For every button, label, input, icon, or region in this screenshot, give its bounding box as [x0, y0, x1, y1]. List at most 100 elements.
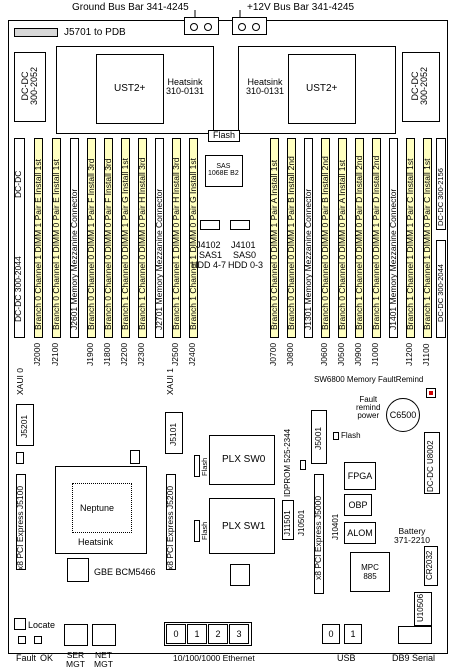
ethernet-port-0[interactable]: 0	[166, 624, 186, 644]
right-j-label: J1000	[370, 342, 380, 366]
right-dimm-slot	[372, 138, 381, 338]
right-mezzanine-label: J1301 Memory Mezzanine Connector	[303, 188, 313, 330]
dcdc-right-block	[402, 52, 440, 122]
heatsink-right-label: Heatsink 310-0131	[246, 77, 285, 96]
net-mgt-port[interactable]	[92, 624, 116, 646]
j10401-label: J10401	[331, 513, 340, 540]
left-j-label: J2500	[170, 342, 180, 366]
dcdc-u8002-label: DC-DC U8002	[426, 440, 435, 492]
ust-right-chip	[288, 54, 356, 124]
left-j-label: J2400	[187, 342, 197, 366]
left-dimm-slot-label: Branch 1 Channel 0 DIMM 1 Pair G Install…	[120, 158, 130, 330]
pcie-j5100-label: x8 PCI Express J5100	[15, 485, 25, 570]
right-j-label: J0700	[268, 342, 278, 366]
db9-serial-port[interactable]	[398, 626, 432, 644]
ok-label: OK	[40, 653, 54, 663]
j5201-connector	[16, 404, 34, 446]
sas-label: SAS 1068E B2	[208, 163, 239, 177]
left-dimm-slot-label: Branch 0 Channel 1 DIMM 1 Pair E Install…	[33, 158, 43, 330]
small-chip	[300, 460, 306, 470]
j4102-label: J4102	[196, 240, 221, 250]
ethernet-port-2[interactable]: 2	[208, 624, 228, 644]
right-j-label: J0900	[353, 342, 363, 366]
left-j-label: J1900	[85, 342, 95, 366]
gbe-chip	[67, 558, 89, 582]
neptune-heatsink-label: Heatsink	[78, 537, 114, 547]
right-dimm-slot-label: Branch 0 Channel 0 DIMM 1 Pair B Install…	[286, 156, 296, 330]
gbe-label: GBE BCM5466	[94, 567, 156, 577]
right-mezzanine-connector	[389, 138, 398, 338]
left-dimm-slot-label: Branch 0 Channel 0 DIMM 1 Pair F Install…	[86, 158, 96, 331]
xaui1-label: XAUI 1	[165, 368, 175, 395]
sas1-label: SAS1	[199, 250, 223, 260]
right-j-label: J0600	[319, 342, 329, 366]
right-dimm-slot	[423, 138, 432, 338]
left-dcdc-slot	[14, 138, 25, 338]
right-dimm-slot	[355, 138, 364, 338]
right-dimm-slot	[338, 138, 347, 338]
right-dcdc-slot-top	[436, 138, 446, 230]
locate-label: Locate	[28, 620, 56, 630]
v12-bus-pin	[238, 23, 246, 31]
left-j-label: J2300	[136, 342, 146, 366]
locate-button[interactable]	[14, 618, 26, 630]
left-dimm-slot-label: Branch 0 Channel 1 DIMM 0 Pair E Install…	[51, 158, 61, 330]
right-dimm-slot	[287, 138, 296, 338]
cr2032-battery	[424, 546, 438, 586]
right-mezzanine-connector	[304, 138, 313, 338]
net-mgt-label: NET MGT	[94, 650, 113, 669]
left-j-label: J2000	[32, 342, 42, 366]
ok-led	[34, 636, 42, 644]
pcie-j5000-label: x8 PCI Express J5000	[313, 495, 323, 580]
dcdc-left-label: DC-DC 300-2052	[20, 66, 39, 106]
left-mezzanine-label: J2701 Memory Mezzanine Connector	[154, 188, 164, 330]
flash-label: Flash	[213, 130, 236, 140]
usb-port-0[interactable]: 0	[322, 624, 340, 644]
right-dcdc-slot-bottom	[436, 240, 446, 338]
fault-remind-label: Fault remind power	[356, 395, 381, 420]
left-dimm-slot	[121, 138, 130, 338]
j11501-label: J11501	[283, 510, 292, 536]
plx-sw1	[209, 498, 275, 554]
alom-chip: ALOM	[344, 522, 376, 544]
right-j-label: J0800	[285, 342, 295, 366]
small-chip	[16, 452, 24, 464]
sas0-label: SAS0	[233, 250, 257, 260]
db9-label: DB9 Serial	[392, 653, 436, 663]
usb-port-1[interactable]: 1	[344, 624, 362, 644]
u10506-chip	[414, 592, 432, 626]
hdd-connector-j4101	[230, 220, 250, 230]
ethernet-port-3[interactable]: 3	[229, 624, 249, 644]
j5001-connector	[311, 410, 327, 464]
idprom-label: IDPROM 525-2344	[283, 428, 292, 497]
right-dimm-slot-label: Branch 1 Channel 1 DIMM 1 Pair C Install…	[405, 158, 415, 331]
right-dcdc-bottom-label: DC-DC 300-2044	[436, 264, 445, 322]
j11501-connector	[282, 500, 294, 540]
hdd03-label: HDD 0-3	[228, 260, 264, 270]
right-dimm-slot-label: Branch 0 Channel 0 DIMM 0 Pair A Install…	[337, 159, 347, 330]
pdb-connector	[14, 28, 58, 37]
flash-chip	[208, 130, 240, 142]
xaui0-label: XAUI 0	[15, 368, 25, 395]
ust-left-label: UST2+	[114, 83, 146, 94]
plx1-label: PLX SW1	[222, 521, 266, 532]
ethernet-port-1[interactable]: 1	[187, 624, 207, 644]
left-dimm-slot	[172, 138, 181, 338]
neptune-label: Neptune	[80, 503, 115, 513]
ser-mgt-port[interactable]	[64, 624, 88, 646]
dcdc-left-block	[14, 52, 46, 122]
ground-bus-pin	[190, 23, 198, 31]
c6500-capacitor: C6500	[386, 398, 420, 432]
left-j-label: J1800	[102, 342, 112, 366]
left-dimm-slot	[104, 138, 113, 338]
pcie-j5200-label: x8 PCI Express J5200	[165, 485, 175, 570]
small-chip	[130, 450, 140, 464]
ethernet-label: 10/100/1000 Ethernet	[173, 653, 255, 663]
right-dimm-slot	[270, 138, 279, 338]
heatsink-left-label: Heatsink 310-0131	[166, 77, 205, 96]
left-j-label: J2100	[50, 342, 60, 366]
mpc-chip: MPC 885	[350, 552, 390, 592]
v12-bus-label: +12V Bus Bar 341-4245	[247, 2, 355, 13]
dcdc-right-label: DC-DC 300-2052	[410, 66, 429, 106]
pcie-j5000-slot	[314, 474, 324, 594]
